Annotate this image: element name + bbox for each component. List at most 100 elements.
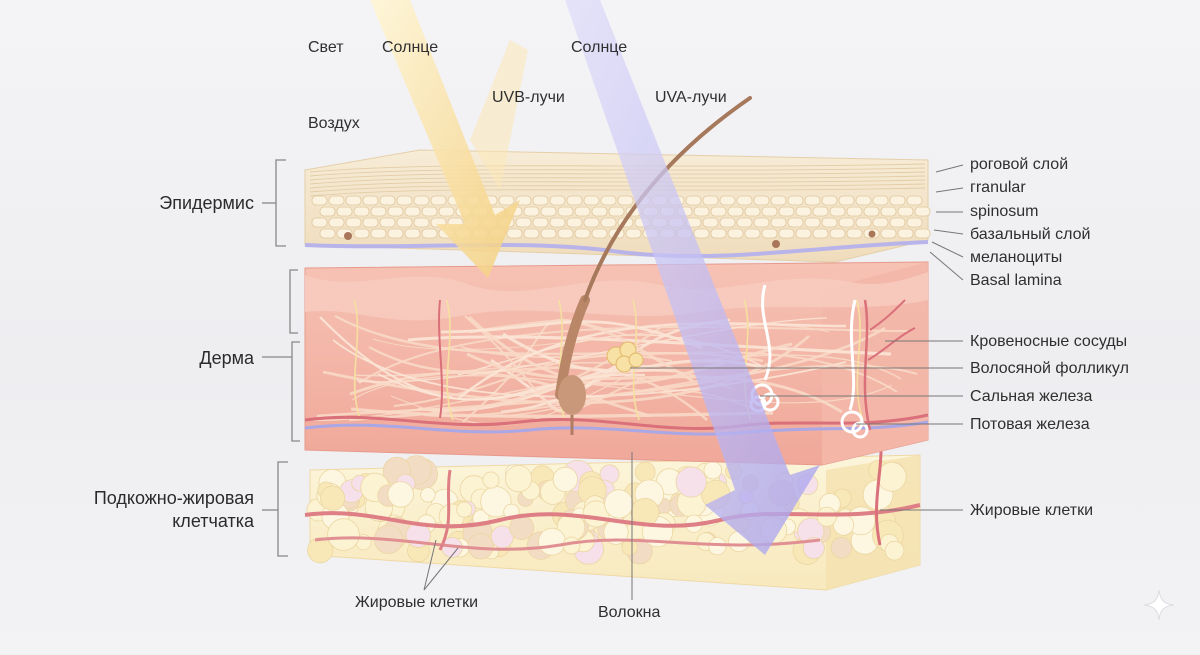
keratinocyte bbox=[532, 217, 549, 228]
label-basal-lamina: Basal lamina bbox=[970, 272, 1062, 289]
keratinocyte bbox=[736, 217, 753, 228]
label-hair-follicle: Волосяной фолликул bbox=[970, 360, 1129, 377]
label-uvb: UVB-лучи bbox=[492, 89, 565, 106]
collagen-fiber bbox=[332, 339, 847, 398]
collagen-fiber bbox=[464, 315, 642, 414]
label-melanocytes: меланоциты bbox=[970, 249, 1063, 266]
keratinocyte bbox=[362, 195, 379, 206]
keratinocyte bbox=[872, 195, 889, 206]
keratinocyte bbox=[396, 217, 413, 228]
keratinocyte bbox=[812, 228, 829, 239]
fat-cell bbox=[307, 537, 334, 564]
keratinocyte bbox=[438, 206, 455, 217]
section-hypodermis: Подкожно-жировая клетчатка bbox=[94, 487, 254, 532]
keratinocyte bbox=[693, 228, 710, 239]
label-stratum-granulosum: гranular bbox=[970, 179, 1026, 196]
label-sun-left: Солнце bbox=[382, 39, 439, 56]
corneum-line bbox=[309, 167, 926, 177]
nerve-fiber bbox=[446, 299, 454, 421]
keratinocyte bbox=[379, 217, 396, 228]
corneum-line bbox=[309, 163, 926, 173]
keratinocyte bbox=[838, 217, 855, 228]
keratinocyte bbox=[625, 228, 642, 239]
keratinocyte bbox=[523, 228, 540, 239]
corneum-line bbox=[309, 171, 926, 181]
keratinocyte bbox=[583, 195, 600, 206]
keratinocyte bbox=[328, 217, 345, 228]
keratinocyte bbox=[370, 206, 387, 217]
keratinocyte bbox=[846, 206, 863, 217]
keratinocyte bbox=[591, 206, 608, 217]
uva-ray bbox=[565, 0, 820, 555]
keratinocyte bbox=[532, 195, 549, 206]
fat-cell bbox=[552, 466, 578, 492]
section-brackets bbox=[262, 159, 300, 557]
fat-cell bbox=[604, 489, 634, 519]
keratinocyte bbox=[710, 228, 727, 239]
keratinocyte bbox=[311, 195, 328, 206]
section-epidermis: Эпидермис bbox=[159, 193, 254, 213]
fat-cell bbox=[456, 501, 473, 518]
keratinocyte bbox=[889, 217, 906, 228]
fat-cell bbox=[482, 471, 500, 489]
keratinocyte bbox=[778, 206, 795, 217]
keratinocyte bbox=[421, 206, 438, 217]
stratum-corneum-layers bbox=[309, 163, 926, 197]
keratinocyte bbox=[897, 228, 914, 239]
keratinocyte bbox=[557, 206, 574, 217]
keratinocyte bbox=[540, 206, 557, 217]
corneum-line bbox=[309, 175, 926, 185]
uvb-ray bbox=[370, 0, 528, 278]
keratinocyte bbox=[404, 206, 421, 217]
keratinocyte bbox=[855, 217, 872, 228]
keratinocyte bbox=[838, 195, 855, 206]
keratinocyte bbox=[880, 228, 897, 239]
keratinocyte bbox=[353, 228, 370, 239]
keratinocyte bbox=[387, 228, 404, 239]
keratinocyte bbox=[600, 217, 617, 228]
keratinocyte bbox=[345, 195, 362, 206]
keratinocyte bbox=[583, 217, 600, 228]
fat-cell bbox=[538, 527, 566, 556]
keratinocyte bbox=[515, 195, 532, 206]
keratinocyte bbox=[736, 195, 753, 206]
fat-cell bbox=[830, 536, 853, 559]
keratinocyte bbox=[846, 228, 863, 239]
fat-cell bbox=[876, 461, 907, 492]
fat-cell bbox=[504, 464, 533, 493]
collagen-fiber bbox=[407, 335, 892, 356]
keratinocyte bbox=[753, 217, 770, 228]
keratinocyte bbox=[744, 206, 761, 217]
corneum-line bbox=[309, 179, 926, 189]
keratinocyte bbox=[566, 195, 583, 206]
keratinocyte bbox=[804, 217, 821, 228]
keratinocyte bbox=[872, 217, 889, 228]
fat-cell bbox=[634, 461, 656, 483]
fat-cell bbox=[816, 506, 837, 527]
corneum-line bbox=[309, 187, 926, 197]
keratinocyte bbox=[379, 195, 396, 206]
label-stratum-basale: базальный слой bbox=[970, 226, 1091, 243]
keratinocyte bbox=[345, 217, 362, 228]
keratinocyte bbox=[549, 195, 566, 206]
keratinocyte bbox=[787, 195, 804, 206]
keratinocyte bbox=[557, 228, 574, 239]
keratinocyte bbox=[710, 206, 727, 217]
label-sweat-gland: Потовая железа bbox=[970, 416, 1090, 433]
keratinocyte bbox=[591, 228, 608, 239]
keratinocyte bbox=[319, 206, 336, 217]
label-fibers: Волокна bbox=[598, 604, 661, 621]
epidermis-block bbox=[304, 149, 931, 263]
fat-cell bbox=[467, 533, 494, 560]
keratinocyte bbox=[319, 228, 336, 239]
sebaceous-gland bbox=[606, 341, 644, 373]
keratinocyte bbox=[387, 206, 404, 217]
keratinocyte bbox=[821, 195, 838, 206]
fat-cell bbox=[387, 481, 414, 508]
label-light: Свет bbox=[308, 39, 344, 56]
collagen-fiber bbox=[310, 354, 902, 422]
section-dermis: Дерма bbox=[199, 348, 254, 368]
keratinocyte bbox=[897, 206, 914, 217]
fat-cell bbox=[319, 485, 346, 511]
keratinocyte bbox=[370, 228, 387, 239]
